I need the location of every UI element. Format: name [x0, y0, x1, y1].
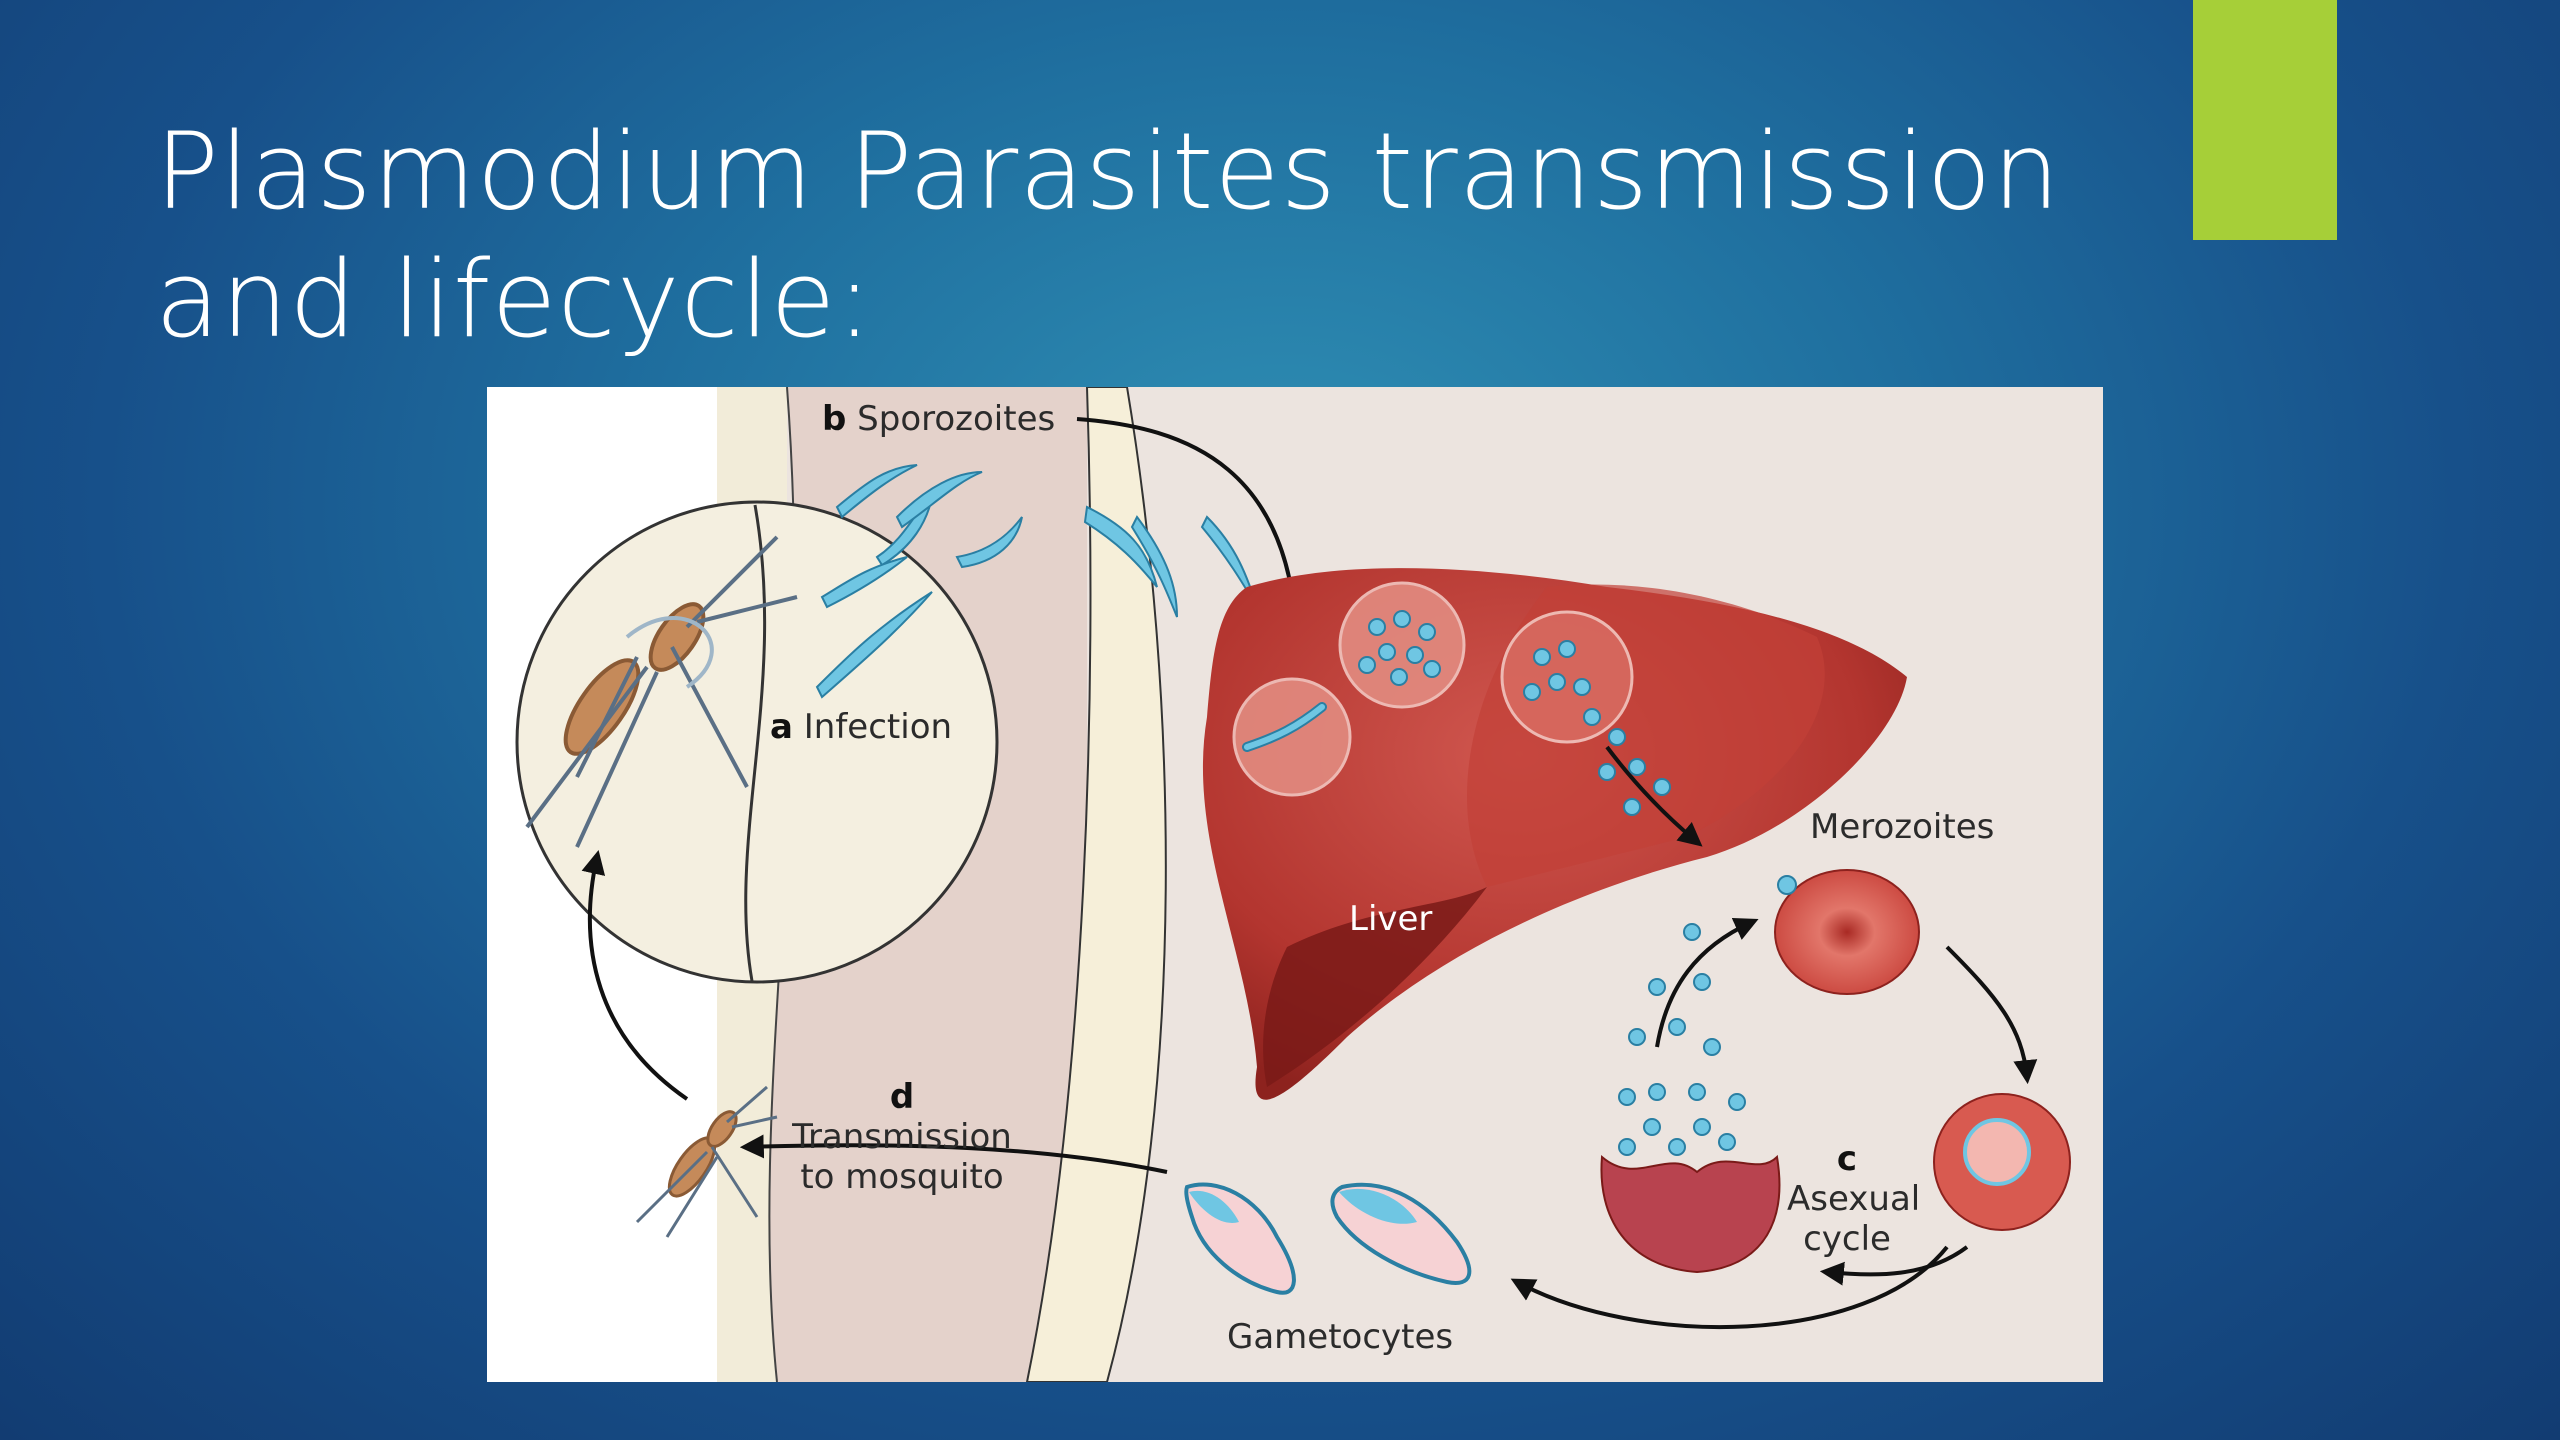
label-transmission-line1: Transmission [792, 1117, 1012, 1157]
label-transmission: d Transmission to mosquito [792, 1077, 1012, 1197]
hepatocyte-2 [1338, 581, 1466, 709]
mosquito-in-circle-icon [525, 535, 798, 848]
label-infection: a Infection [770, 707, 952, 747]
gametocytes-cells [1184, 1182, 1472, 1295]
label-merozoites: Merozoites [1810, 807, 1995, 847]
hepatocyte-1 [1232, 677, 1352, 797]
label-asexual-line2: cycle [1803, 1219, 1891, 1259]
red-blood-cell [1774, 869, 1920, 995]
transmission-arrow [739, 1134, 1168, 1174]
label-asexual-cycle: c Asexual cycle [1787, 1139, 1921, 1259]
return-arrow [581, 849, 689, 1101]
released-merozoites [1618, 923, 1746, 1156]
blood-vessel [1025, 387, 1167, 1382]
mosquito-small-icon [635, 1085, 778, 1238]
schizont-rupture [1600, 1154, 1781, 1274]
label-liver: Liver [1349, 899, 1433, 939]
label-infection-text: Infection [803, 707, 953, 747]
accent-bar [2193, 0, 2337, 240]
sporozoites [815, 464, 1258, 699]
label-letter-b: b [822, 399, 847, 439]
label-letter-d: d [889, 1077, 915, 1117]
label-asexual-line1: Asexual [1787, 1179, 1921, 1219]
label-letter-c: c [1836, 1139, 1858, 1179]
liver-merozoites [1358, 610, 1671, 816]
diagram-artwork [487, 387, 2071, 1382]
slide-title: Plasmodium Parasites transmission and li… [155, 110, 2061, 361]
label-letter-a: a [770, 707, 793, 747]
label-sporozoites-text: Sporozoites [857, 399, 1056, 439]
lifecycle-diagram: a Infection b Sporozoites Liver Merozoit… [487, 387, 2103, 1382]
label-transmission-line2: to mosquito [800, 1157, 1004, 1197]
label-sporozoites: b Sporozoites [822, 399, 1055, 439]
label-gametocytes: Gametocytes [1227, 1317, 1454, 1357]
